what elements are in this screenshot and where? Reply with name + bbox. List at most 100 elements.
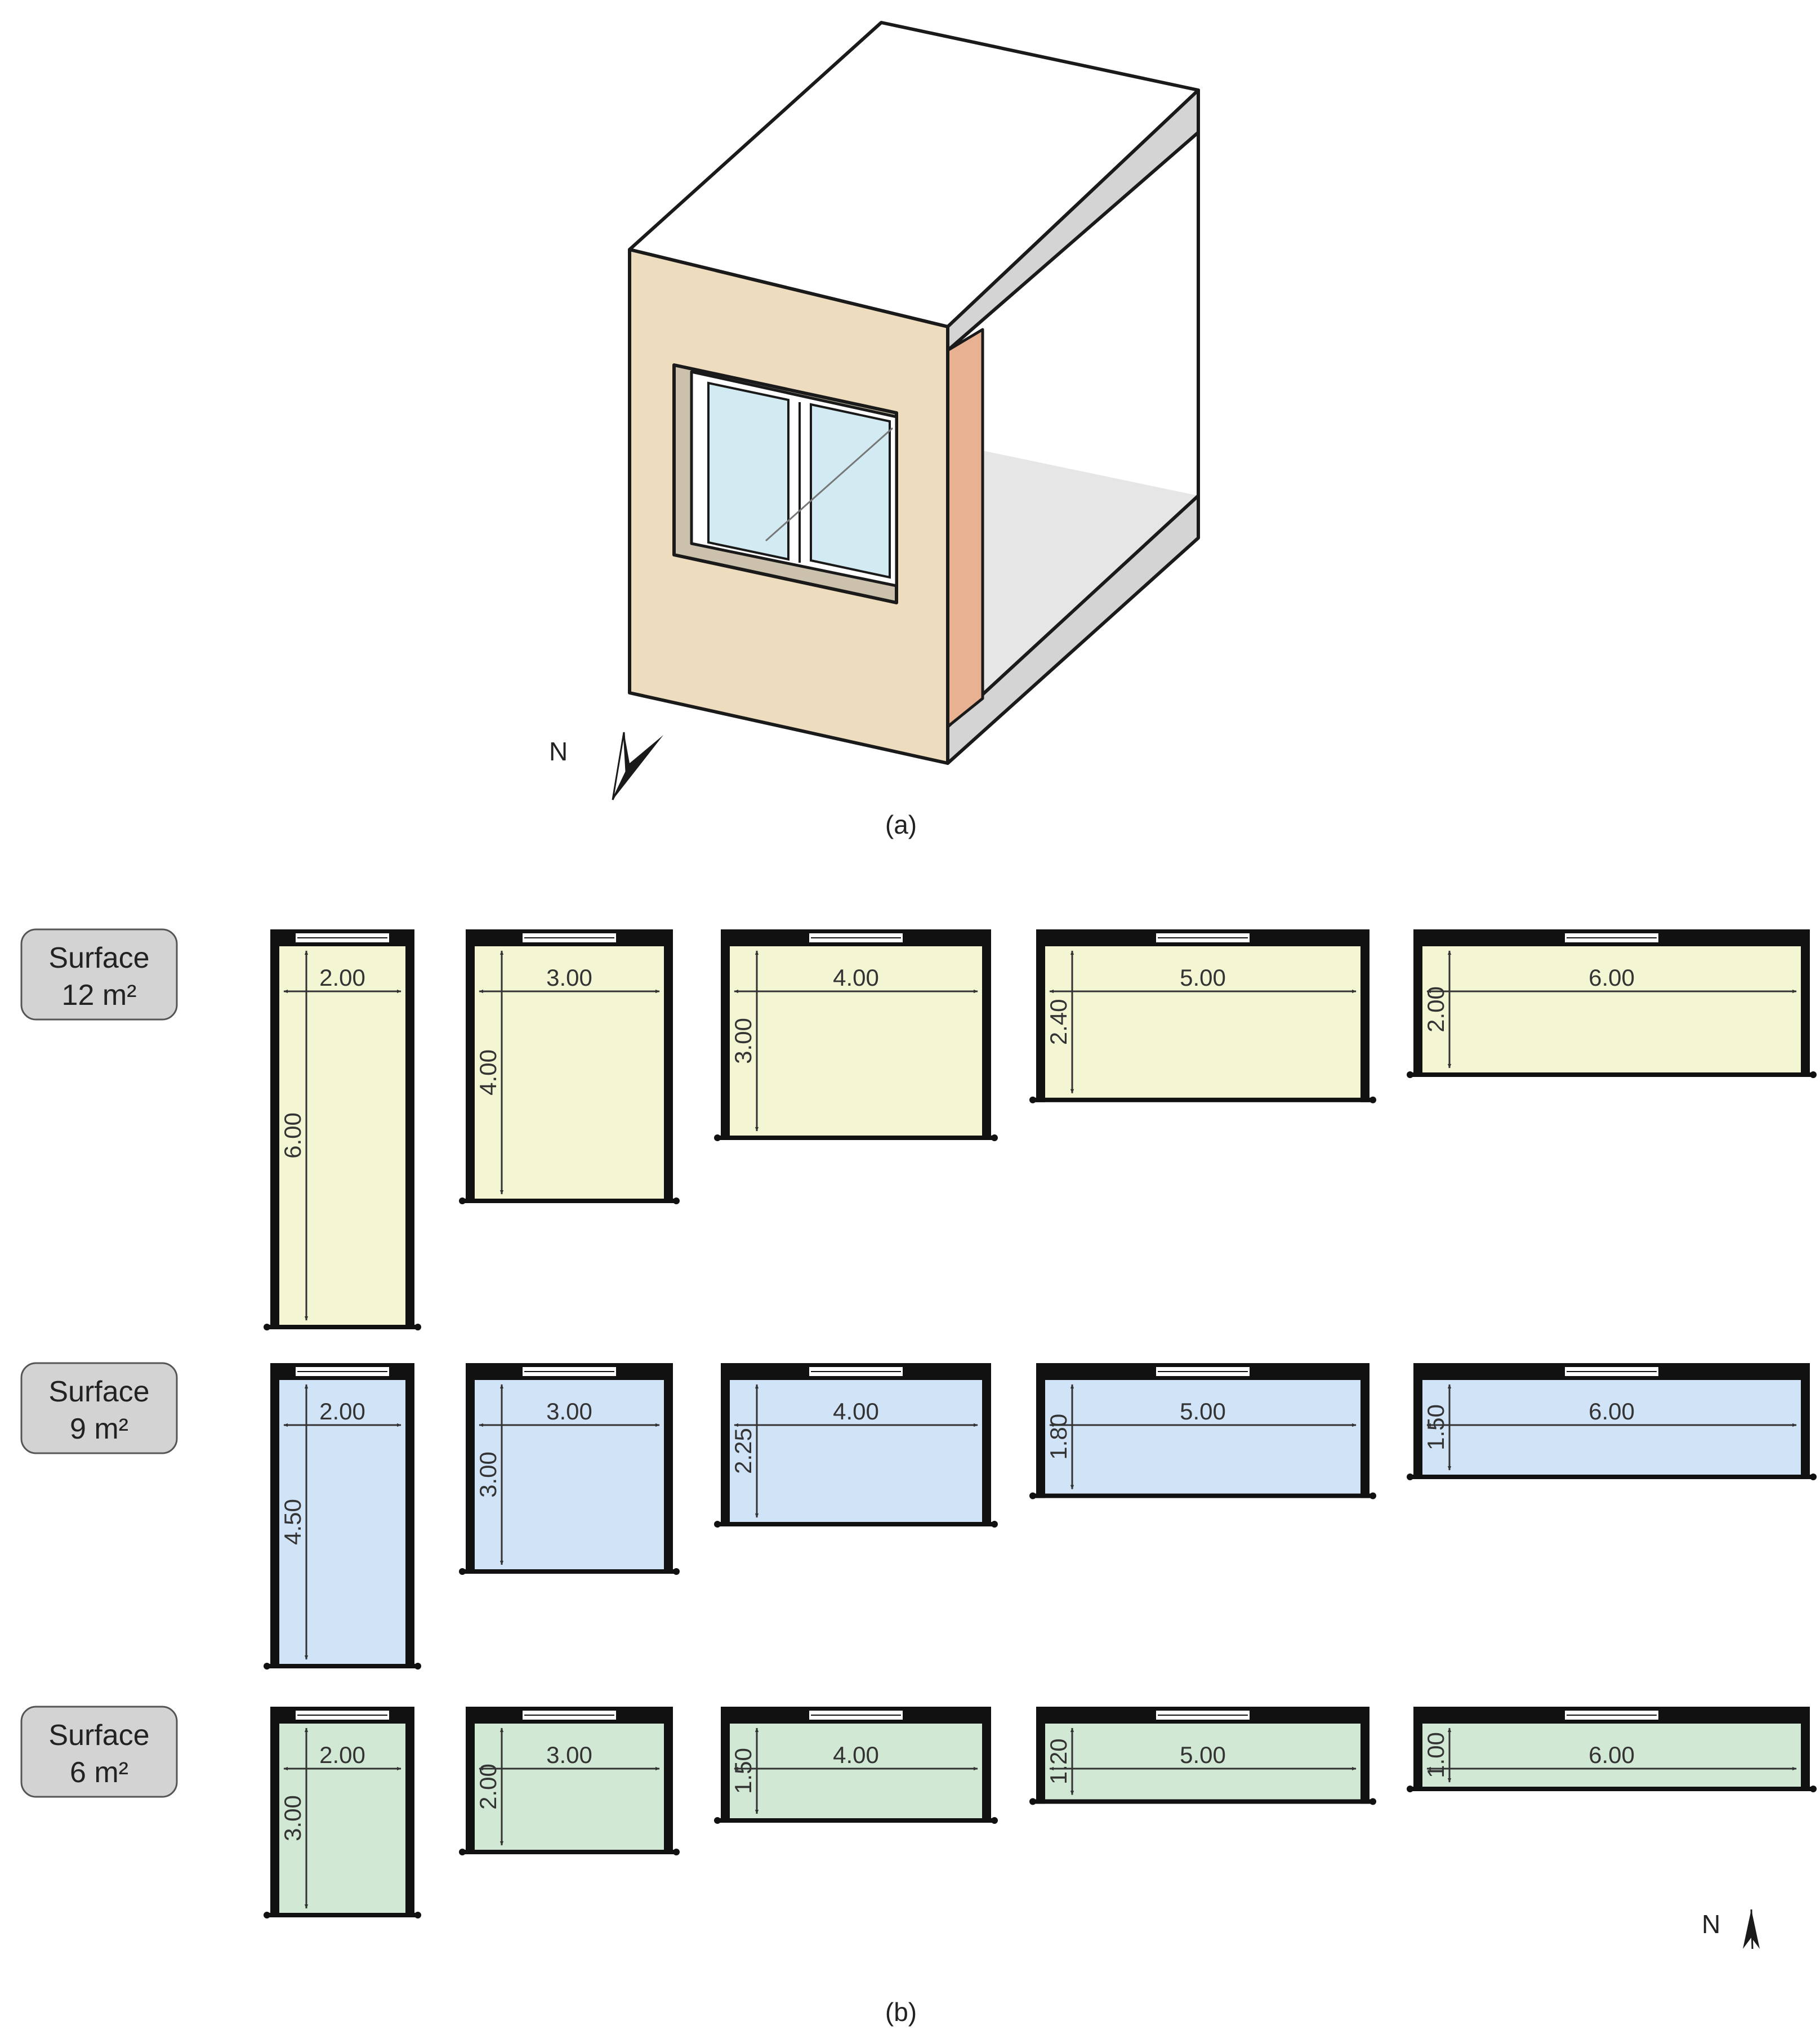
- row-label-line2: 12 m²: [62, 979, 137, 1012]
- east-wall: [664, 929, 673, 1203]
- north-label-b: N: [1702, 1909, 1720, 1939]
- room-plan-r9-3: 4.002.25: [714, 1363, 998, 1528]
- room-plan-r6-1: 2.00 3.00: [264, 1707, 421, 1918]
- room-floor: [475, 946, 664, 1199]
- north-arrow-a: N: [549, 732, 663, 800]
- south-wall-line: [717, 1818, 994, 1823]
- width-dimension-label: 3.00: [546, 1398, 592, 1424]
- depth-dimension-label: 4.50: [279, 1499, 306, 1545]
- width-dimension-label: 6.00: [1589, 1398, 1635, 1424]
- room-floor: [279, 1724, 405, 1913]
- west-wall: [1036, 929, 1045, 1102]
- east-wall: [1801, 1363, 1810, 1479]
- north-label-a: N: [549, 737, 568, 766]
- south-wall-line: [267, 1325, 418, 1329]
- depth-dimension-label: 6.00: [279, 1112, 306, 1159]
- south-wall-line: [1410, 1475, 1813, 1479]
- width-dimension-label: 6.00: [1589, 1742, 1635, 1768]
- width-dimension-label: 4.00: [833, 964, 879, 991]
- caption-a: (a): [885, 810, 917, 839]
- room-plan-r12-4: 5.00 2.40: [1029, 929, 1376, 1103]
- floor-inner: [983, 451, 1198, 698]
- room-floor: [475, 1724, 664, 1850]
- row-label-line1: Surface: [48, 1375, 149, 1408]
- south-wall-line: [267, 1664, 418, 1668]
- width-dimension-label: 3.00: [546, 1742, 592, 1768]
- room-floor: [730, 1724, 982, 1818]
- west-wall: [270, 1363, 279, 1668]
- glass-pane-left: [707, 381, 789, 561]
- east-wall: [982, 929, 991, 1140]
- room-plan-r6-3: 4.001.50: [714, 1707, 998, 1824]
- row-label-box: [20, 1706, 178, 1798]
- room-floor: [1045, 1380, 1360, 1494]
- depth-dimension-label: 1.50: [1422, 1404, 1449, 1450]
- room-floor: [730, 946, 982, 1136]
- depth-dimension-label: 2.00: [475, 1764, 501, 1810]
- row-label-box: [20, 928, 178, 1021]
- east-wall: [982, 1707, 991, 1823]
- width-dimension-label: 5.00: [1180, 1398, 1226, 1424]
- east-wall: [405, 929, 414, 1329]
- room-plan-r9-4: 5.00 1.80: [1029, 1363, 1376, 1499]
- east-wall: [1360, 1363, 1370, 1498]
- east-wall: [405, 1363, 414, 1668]
- room-floor: [279, 1380, 405, 1664]
- width-dimension-label: 2.00: [319, 964, 365, 991]
- east-wall: [664, 1707, 673, 1854]
- west-wall: [270, 1707, 279, 1917]
- room-plan-r12-5: 6.002.00: [1407, 929, 1817, 1078]
- width-dimension-label: 2.00: [319, 1742, 365, 1768]
- width-dimension-label: 5.00: [1180, 964, 1226, 991]
- room-plan-r6-2: 3.00 2.00: [459, 1707, 680, 1855]
- east-wall: [1360, 1707, 1370, 1804]
- west-wall: [466, 929, 475, 1203]
- row-label-line1: Surface: [48, 1719, 149, 1752]
- room-floor: [1422, 1724, 1801, 1787]
- glass-reflection: [765, 427, 893, 542]
- east-wall: [982, 1363, 991, 1526]
- depth-dimension-label: 2.40: [1045, 999, 1072, 1045]
- room-floor: [1045, 1724, 1360, 1800]
- depth-dimension-label: 1.80: [1045, 1414, 1072, 1460]
- room-plan-r6-5: 6.00 1.00: [1407, 1707, 1817, 1792]
- east-wall: [1801, 1707, 1810, 1791]
- depth-dimension-label: 3.00: [475, 1452, 501, 1498]
- south-wall-line: [267, 1913, 418, 1917]
- room-floor: [730, 1380, 982, 1522]
- east-wall: [405, 1707, 414, 1917]
- width-dimension-label: 4.00: [833, 1398, 879, 1424]
- width-dimension-label: 6.00: [1589, 964, 1635, 991]
- room-floor: [279, 946, 405, 1325]
- west-wall: [721, 929, 730, 1140]
- width-dimension-label: 5.00: [1180, 1742, 1226, 1768]
- west-wall: [1036, 1707, 1045, 1804]
- west-wall: [1036, 1363, 1045, 1498]
- depth-dimension-label: 3.00: [279, 1795, 306, 1841]
- room-plan-r9-2: 3.00 3.00: [459, 1363, 680, 1575]
- south-wall-line: [462, 1199, 676, 1203]
- depth-dimension-label: 1.00: [1422, 1732, 1449, 1778]
- south-wall-line: [462, 1850, 676, 1854]
- east-wall: [1801, 929, 1810, 1077]
- room-plan-r12-3: 4.003.00: [714, 929, 998, 1141]
- room-plan-r12-2: 3.004.00: [459, 929, 680, 1204]
- room-floor: [1422, 1380, 1801, 1475]
- west-wall: [1413, 929, 1422, 1077]
- room-plan-r12-1: 2.00 6.00: [264, 929, 421, 1330]
- south-wall-line: [717, 1522, 994, 1526]
- room-plan-r6-4: 5.001.20: [1029, 1707, 1376, 1805]
- south-wall-line: [1033, 1493, 1373, 1498]
- room-plan-r9-5: 6.00 1.50: [1407, 1363, 1817, 1480]
- south-wall-line: [1033, 1799, 1373, 1804]
- width-dimension-label: 2.00: [319, 1398, 365, 1424]
- west-wall: [1413, 1707, 1422, 1791]
- room-floor: [1422, 946, 1801, 1072]
- south-wall-line: [462, 1569, 676, 1574]
- side-wall-edge: [946, 328, 984, 728]
